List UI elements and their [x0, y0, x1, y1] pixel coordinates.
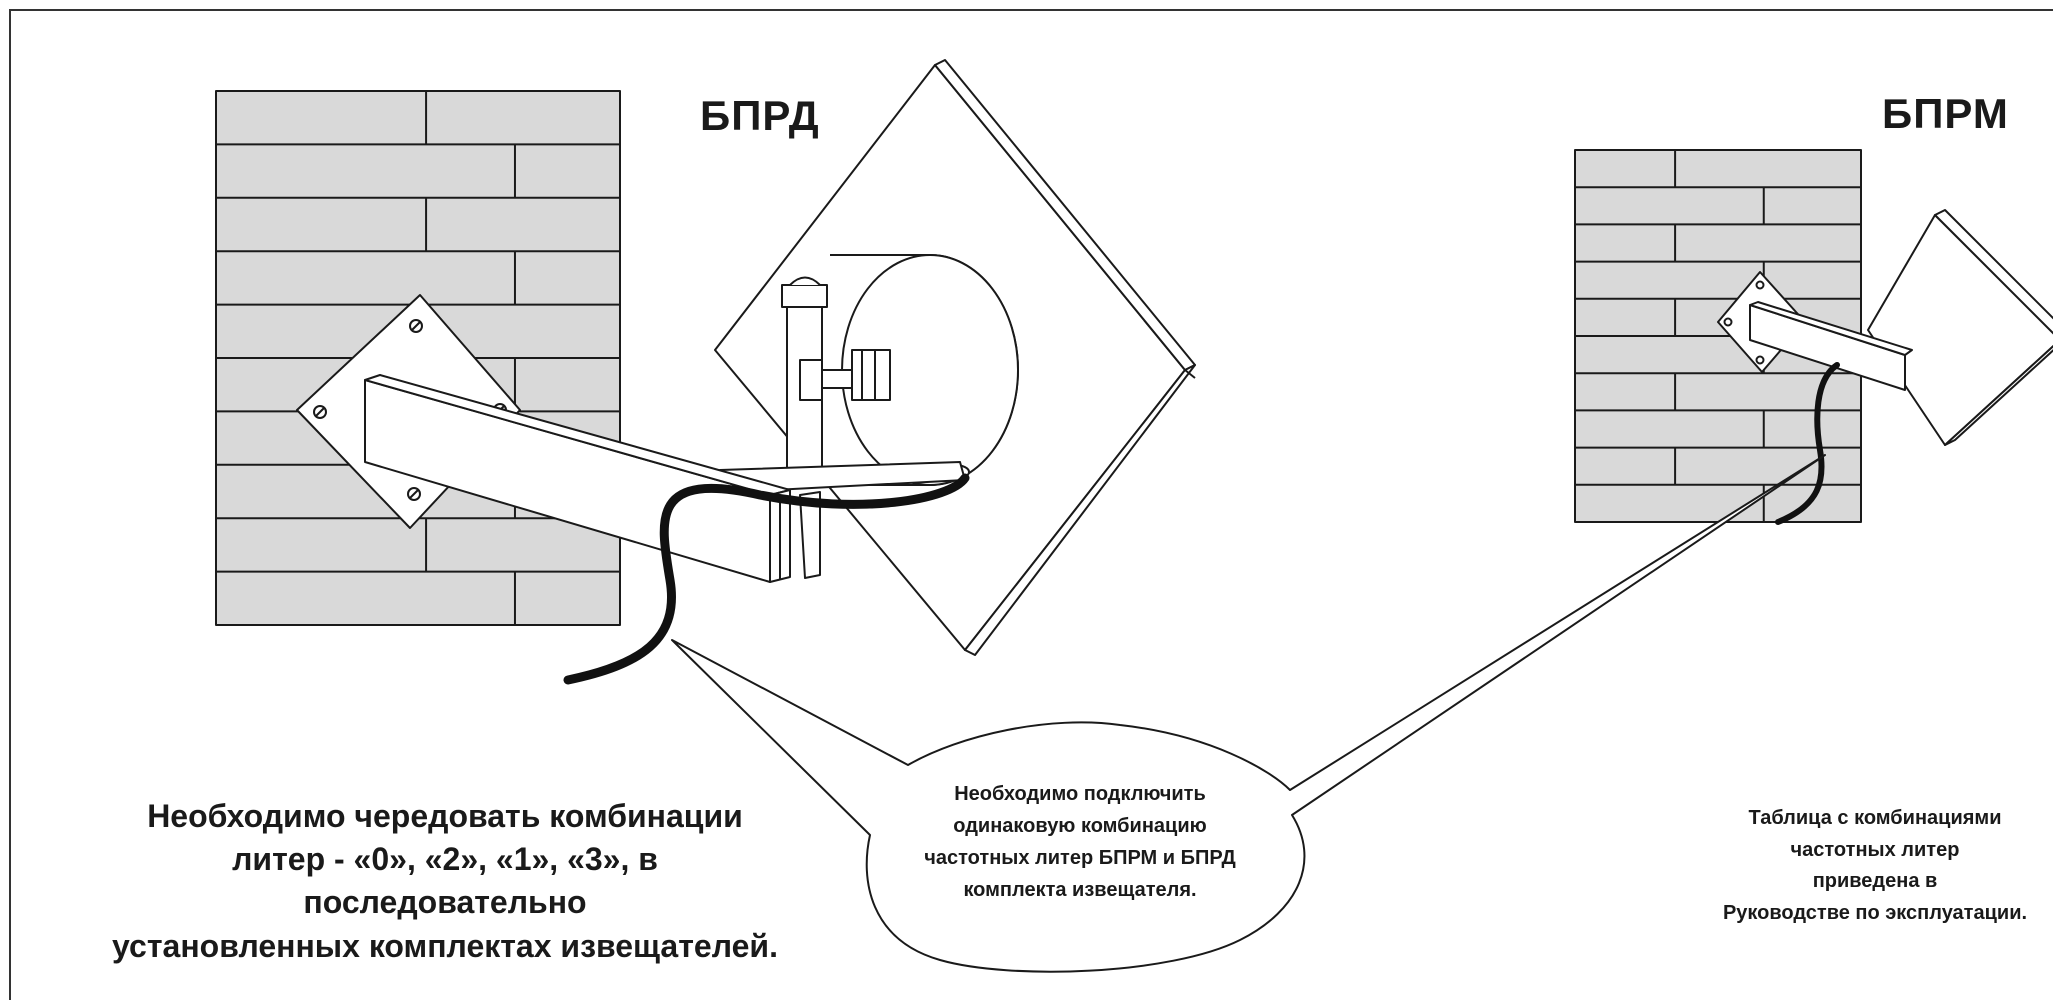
alternation-note: Необходимо чередовать комбинации литер -… — [95, 795, 795, 968]
callout-bubble — [671, 454, 1826, 973]
callout-note-line: одинаковую комбинацию — [953, 815, 1207, 837]
manual-reference-line: Руководстве по эксплуатации. — [1722, 901, 2028, 924]
alternation-note-line: установленных комплектах извещателей. — [112, 927, 778, 964]
manual-reference-line: Таблица с комбинациями — [1748, 807, 2002, 829]
transmitter-cable — [563, 473, 970, 685]
manual-reference-line: частотных литер — [1790, 838, 1960, 861]
manual-reference-line: приведена в — [1812, 870, 1938, 893]
callout-note: Необходимо подключить одинаковую комбина… — [880, 778, 1280, 906]
callout-note-line: Необходимо подключить — [954, 783, 1206, 805]
receiver-antenna-panel — [1867, 209, 2053, 446]
callout-note-line: частотных литер БПРМ и БПРД — [924, 847, 1236, 869]
alternation-note-line: Необходимо чередовать комбинации — [147, 798, 743, 834]
diagram-frame — [9, 9, 2053, 1000]
receiver-cable — [1775, 362, 1840, 525]
callout-note-line: комплекта извещателя. — [963, 879, 1197, 901]
receiver-mounting-bracket — [1717, 271, 1913, 391]
receiver-label: БПРМ — [1882, 90, 2009, 137]
transmitter-mounting-bracket — [296, 294, 791, 583]
manual-reference-note: Таблица с комбинациями частотных литер п… — [1690, 803, 2053, 929]
alternation-note-line: литер - «0», «2», «1», «3», в последоват… — [232, 841, 658, 921]
transmitter-housing — [719, 254, 1019, 579]
transmitter-label: БПРД — [700, 92, 820, 139]
